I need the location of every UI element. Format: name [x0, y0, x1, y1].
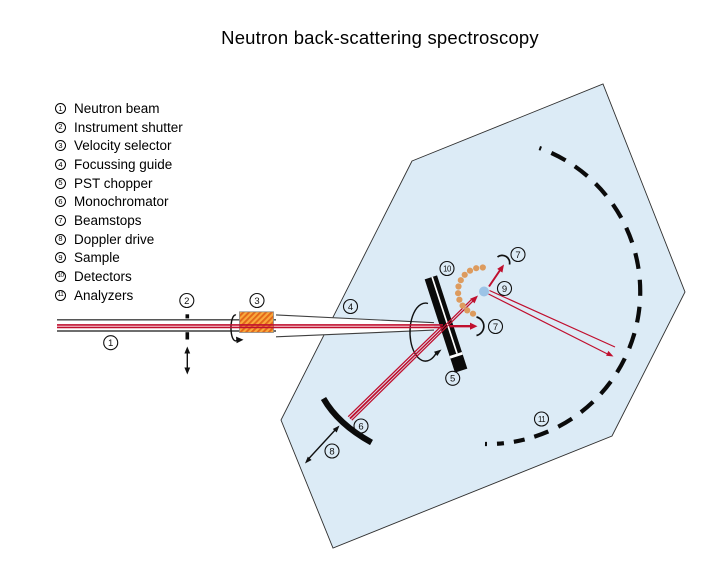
svg-text:6: 6 [358, 421, 363, 432]
selector-rotation-arrow [230, 314, 244, 344]
monochromator [320, 396, 373, 446]
legend-num-circle: 11 [55, 289, 66, 301]
velocity-selector [239, 311, 274, 333]
svg-text:11: 11 [538, 415, 545, 424]
doppler-drive-arrow [305, 425, 340, 464]
diagram-callouts: 1 2 3 4 5 6 7 7 8 9 10 11 [103, 246, 550, 459]
svg-text:9: 9 [502, 284, 507, 295]
svg-text:1: 1 [108, 338, 113, 349]
callout-1: 1 [103, 335, 119, 351]
svg-text:4: 4 [348, 302, 353, 313]
svg-text:3: 3 [254, 296, 259, 307]
callout-2: 2 [179, 292, 195, 309]
legend-num-circle: 5 [55, 177, 66, 189]
scattered-beam [489, 289, 616, 348]
svg-text:7: 7 [493, 322, 498, 333]
svg-text:7: 7 [515, 250, 520, 261]
chopper-to-mono-beam [347, 325, 442, 418]
svg-text:10: 10 [443, 264, 452, 273]
legend-num-circle: 3 [55, 140, 66, 152]
callout-6: 6 [353, 418, 369, 434]
legend-num-circle: 4 [55, 158, 66, 170]
legend-num-circle: 9 [55, 252, 66, 264]
svg-text:2: 2 [184, 296, 189, 307]
sample-to-beamstop-beam [488, 268, 502, 288]
callout-11: 11 [533, 411, 550, 427]
detectors-arc [455, 264, 486, 317]
legend-num-circle: 6 [55, 196, 66, 208]
svg-text:5: 5 [450, 374, 455, 385]
mono-to-sample-beam [349, 299, 472, 420]
callout-7-top: 7 [510, 246, 526, 263]
instrument-chamber [280, 83, 686, 549]
svg-text:8: 8 [329, 446, 334, 457]
mono-to-sample-beam [351, 300, 474, 421]
scattered-beam [488, 293, 609, 356]
sample-dot [479, 286, 489, 297]
legend-num-circle: 1 [55, 102, 66, 114]
beam-arrowheads [470, 264, 614, 357]
callout-10: 10 [439, 260, 455, 277]
callout-4: 4 [342, 298, 359, 315]
callout-3: 3 [249, 292, 265, 309]
neutron-beam-lines [57, 268, 616, 421]
callout-9: 9 [496, 280, 513, 297]
beamstop-arc-mid [476, 316, 485, 337]
callout-8: 8 [324, 443, 340, 459]
legend-num-circle: 2 [55, 121, 66, 133]
legend-num-circle: 8 [55, 233, 66, 245]
legend-num-circle: 10 [55, 271, 66, 283]
callout-7-mid: 7 [487, 318, 504, 335]
page-title: Neutron back-scattering spectroscopy [221, 27, 539, 48]
legend-num-circle: 7 [55, 214, 66, 226]
analyzers-arc [484, 142, 643, 447]
chopper-rotation-arrow [409, 302, 442, 362]
shutter-motion-arrow [184, 346, 191, 375]
beamstop-arc-top [496, 254, 511, 265]
callout-5: 5 [445, 370, 461, 386]
